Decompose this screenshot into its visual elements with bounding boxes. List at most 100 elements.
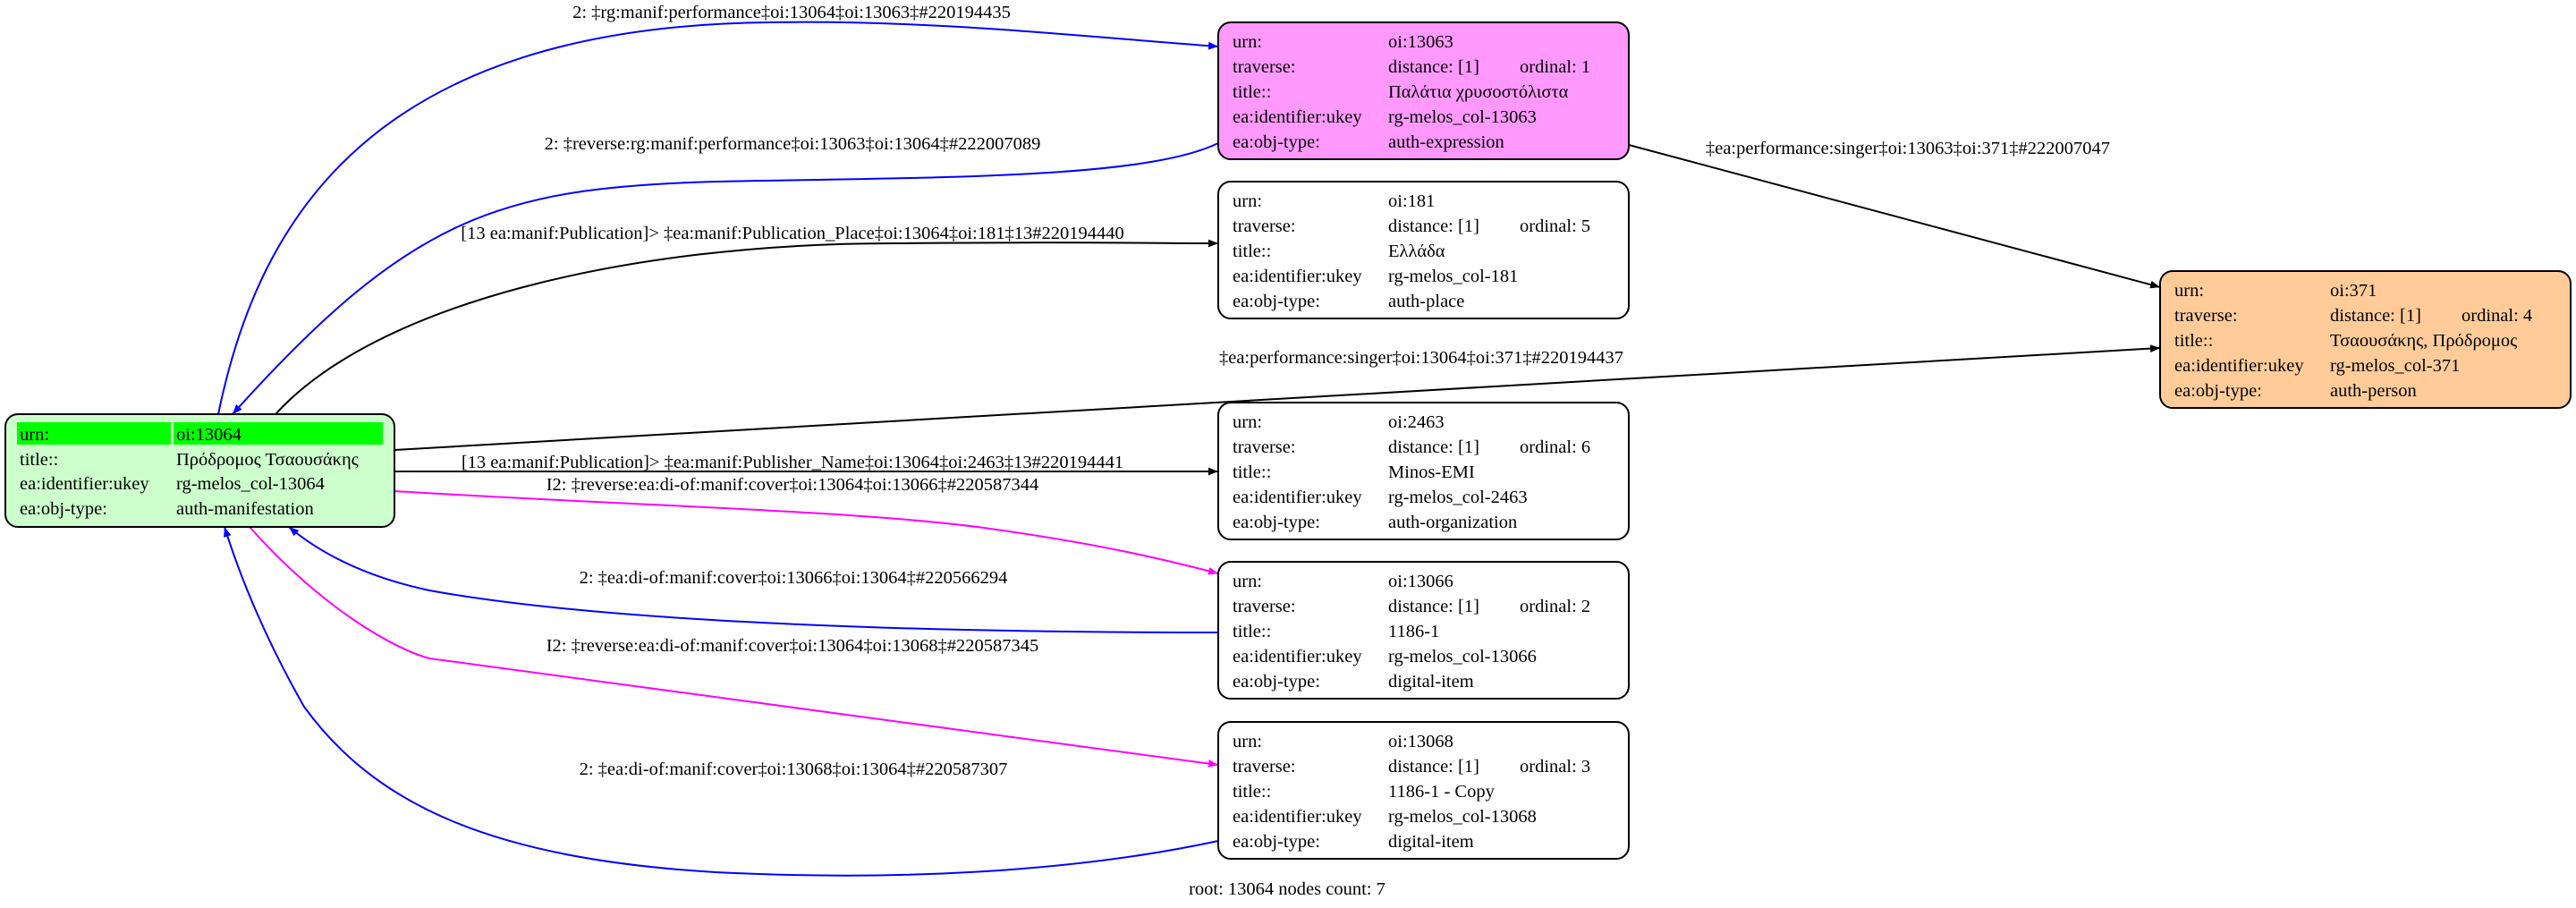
row-ordinal: ordinal: 2 <box>1520 597 1590 616</box>
edge-label-cover-13066: 2: ‡ea:di-of:manif:cover‡oi:13066‡oi:130… <box>580 568 1008 588</box>
edge-reverse-cover-13066[interactable] <box>394 490 1219 575</box>
edge-reverse-cover-13068[interactable] <box>249 526 1219 768</box>
edge-singer-13063[interactable] <box>1628 144 2161 289</box>
row-value: rg-melos_col-13066 <box>1388 647 1537 666</box>
edge-label-singer-13063: ‡ea:performance:singer‡oi:13063‡oi:371‡#… <box>1706 139 2110 158</box>
row-ordinal: ordinal: 5 <box>1520 216 1590 236</box>
edge-label-singer-13064: ‡ea:performance:singer‡oi:13064‡oi:371‡#… <box>1219 348 1623 368</box>
row-value: Παλάτια χρυσοστόλιστα <box>1388 82 1569 102</box>
row-value: 1186-1 <box>1388 622 1439 641</box>
row-value: rg-melos_col-181 <box>1388 267 1518 286</box>
row-key: urn: <box>1233 191 1262 211</box>
urn-value-highlight <box>174 422 383 445</box>
row-value: Minos-EMI <box>1388 462 1475 482</box>
row-key: ea:identifier:ukey <box>1233 647 1362 666</box>
row-value: distance: [1] <box>1388 437 1479 457</box>
row-value: Πρόδρομος Τσαουσάκης <box>176 450 359 470</box>
edge-label-reverse-performance: 2: ‡reverse:rg:manif:performance‡oi:1306… <box>545 134 1041 154</box>
row-key: ea:obj-type: <box>20 499 107 519</box>
row-value: Τσαουσάκης, Πρόδρομος <box>2330 331 2517 351</box>
row-key: ea:identifier:ukey <box>1233 488 1362 507</box>
row-key: urn: <box>1233 572 1262 591</box>
row-key: ea:obj-type: <box>2174 381 2262 401</box>
row-key: urn: <box>1233 32 1262 52</box>
edge-label-publication-place: [13 ea:manif:Publication]> ‡ea:manif:Pub… <box>461 224 1123 243</box>
row-key: urn: <box>2174 281 2204 301</box>
row-key: ea:obj-type: <box>1233 832 1320 852</box>
row-value: Ελλάδα <box>1388 242 1445 261</box>
node-box <box>1217 561 1630 700</box>
row-value: rg-melos_col-2463 <box>1388 488 1528 507</box>
edge-label-reverse-cover-13066: I2: ‡reverse:ea:di-of:manif:cover‡oi:130… <box>547 475 1039 495</box>
row-ordinal: ordinal: 3 <box>1520 757 1590 776</box>
node-box <box>2159 270 2572 409</box>
row-value: digital-item <box>1388 672 1474 692</box>
row-key: ea:identifier:ukey <box>1233 807 1362 827</box>
row-value: oi:181 <box>1388 191 1435 211</box>
row-value: oi:13068 <box>1388 732 1453 751</box>
row-key: ea:obj-type: <box>1233 292 1320 311</box>
edge-cover-13066[interactable] <box>288 526 1219 633</box>
row-value: 1186-1 - Copy <box>1388 782 1496 802</box>
row-value: oi:13064 <box>176 425 242 445</box>
row-value: auth-expression <box>1388 132 1504 152</box>
row-key: traverse: <box>2174 306 2238 326</box>
edges <box>217 21 2161 877</box>
node-box <box>1217 721 1630 860</box>
edge-label-performance: 2: ‡rg:manif:performance‡oi:13064‡oi:130… <box>572 3 1011 22</box>
urn-key-highlight <box>17 422 171 445</box>
row-value: rg-melos_col-13068 <box>1388 807 1537 827</box>
node-2463[interactable]: urn: oi:2463 traverse: distance: [1] ordinal… <box>1217 402 1630 540</box>
edge-cover-13068[interactable] <box>224 526 1219 877</box>
edge-performance[interactable] <box>217 21 1219 415</box>
node-box <box>1217 402 1630 540</box>
row-key: traverse: <box>1233 757 1296 776</box>
row-value: oi:371 <box>2330 281 2377 301</box>
row-value: rg-melos_col-371 <box>2330 356 2460 376</box>
row-key: ea:identifier:ukey <box>1233 107 1362 127</box>
node-box <box>1217 181 1630 319</box>
row-value: auth-person <box>2330 381 2417 401</box>
row-value: auth-manifestation <box>176 499 314 519</box>
edge-label-cover-13068: 2: ‡ea:di-of:manif:cover‡oi:13068‡oi:130… <box>580 759 1008 779</box>
edge-reverse-performance[interactable] <box>232 142 1219 415</box>
row-ordinal: ordinal: 4 <box>2462 306 2532 326</box>
row-key: ea:identifier:ukey <box>2174 356 2304 376</box>
row-key: traverse: <box>1233 597 1296 616</box>
row-value: auth-organization <box>1388 513 1517 532</box>
row-value: oi:13063 <box>1388 32 1453 52</box>
row-key: urn: <box>1233 412 1262 432</box>
node-box <box>1217 21 1630 160</box>
row-key: urn: <box>20 425 49 445</box>
row-value: auth-place <box>1388 292 1464 311</box>
row-key: traverse: <box>1233 57 1296 77</box>
edge-label-reverse-cover-13068: I2: ‡reverse:ea:di-of:manif:cover‡oi:130… <box>547 636 1039 656</box>
row-value: distance: [1] <box>1388 757 1479 776</box>
row-key: ea:obj-type: <box>1233 132 1320 152</box>
row-key: urn: <box>1233 732 1262 751</box>
row-ordinal: ordinal: 6 <box>1520 437 1590 457</box>
row-key: title:: <box>1233 622 1271 641</box>
node-root-13064[interactable]: urn: oi:13064 title:: Πρόδρομος Τσαουσάκ… <box>4 413 395 528</box>
graph-footer: root: 13064 nodes count: 7 <box>1189 879 1385 899</box>
row-key: title:: <box>1233 82 1271 102</box>
row-key: title:: <box>1233 782 1271 802</box>
node-13068[interactable]: urn: oi:13068 traverse: distance: [1] ordina… <box>1217 721 1630 860</box>
node-371[interactable]: urn: oi:371 traverse: distance: [1] ordinal:… <box>2159 270 2572 409</box>
row-value: distance: [1] <box>1388 57 1479 77</box>
row-value: rg-melos_col-13063 <box>1388 107 1537 127</box>
row-key: title:: <box>2174 331 2213 351</box>
row-value: oi:2463 <box>1388 412 1445 432</box>
row-key: ea:identifier:ukey <box>1233 267 1362 286</box>
row-value: distance: [1] <box>1388 216 1479 236</box>
edge-publication-place[interactable] <box>275 239 1219 415</box>
row-key: title:: <box>1233 242 1271 261</box>
edge-singer-13064[interactable] <box>394 344 2161 451</box>
edge-labels: 2: ‡rg:manif:performance‡oi:13064‡oi:130… <box>461 3 2110 779</box>
row-value: distance: [1] <box>2330 306 2421 326</box>
row-key: traverse: <box>1233 437 1296 457</box>
